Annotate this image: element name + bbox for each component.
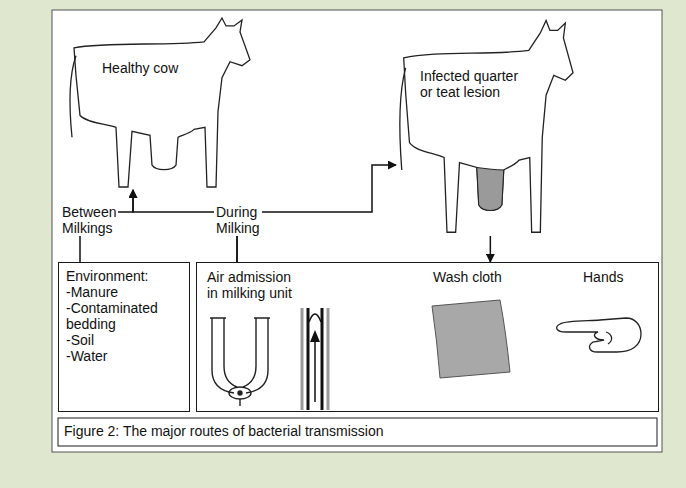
wash-cloth xyxy=(432,300,510,378)
pointing-hand xyxy=(557,318,641,352)
teatcup-tube xyxy=(246,318,268,393)
node-text: -Soil xyxy=(66,332,182,348)
teatcup-liner xyxy=(302,308,328,410)
cow-tail xyxy=(70,56,76,138)
air-vent xyxy=(238,391,242,395)
text-slot: Infected quarter or teat lesion xyxy=(420,68,524,100)
text-slot: Healthy cow xyxy=(102,60,232,76)
claw-bowl xyxy=(229,387,251,399)
cow-body xyxy=(404,20,573,232)
thumb-line xyxy=(606,332,612,344)
infected-udder xyxy=(477,167,504,210)
node-heading: Air admission in milking unit xyxy=(207,269,299,301)
node-heading: Environment: xyxy=(66,268,182,284)
text-slot: Environment: xyxy=(66,268,182,284)
text-slot: Wash cloth xyxy=(433,269,543,285)
air-flow-head xyxy=(310,330,320,342)
cow-body xyxy=(74,18,250,187)
node-text: -Water xyxy=(66,348,182,364)
text-slot: -Water xyxy=(66,348,182,364)
text-slot: -Manure xyxy=(66,284,182,300)
cow-outline xyxy=(66,16,251,190)
text-slot: -Soil xyxy=(66,332,182,348)
node-heading: Infected quarter or teat lesion xyxy=(420,68,524,100)
liner-wall xyxy=(308,308,322,410)
text-slot: Air admission in milking unit xyxy=(207,269,299,301)
node-heading: Healthy cow xyxy=(102,60,232,76)
teatcup-tube xyxy=(212,318,234,393)
teatcup-rim xyxy=(210,317,270,318)
edge-label: Between Milkings xyxy=(60,204,118,236)
node-text: -Manure xyxy=(66,284,182,300)
node-text: -Contaminated bedding xyxy=(66,300,182,332)
teatcup-shell xyxy=(302,308,328,410)
transmission-arrow xyxy=(490,236,492,262)
caption-box xyxy=(58,418,657,446)
air-flow-line xyxy=(314,334,316,402)
teat-tip xyxy=(309,314,321,322)
teatcup-tube xyxy=(243,318,256,387)
figure-caption: Figure 2: The major routes of bacterial … xyxy=(64,423,384,439)
edge-label: During Milking xyxy=(214,204,262,236)
cow-figure: Infected quarter or teat lesion xyxy=(396,18,574,236)
teatcup-tube xyxy=(224,318,237,387)
node-text: Hands xyxy=(583,269,653,285)
text-slot: Hands xyxy=(583,269,653,285)
cow-figure: Healthy cow xyxy=(66,16,251,190)
source-box: Environment:-Manure-Contaminated bedding… xyxy=(58,262,190,412)
cow-tail xyxy=(400,68,406,170)
milking-claw xyxy=(210,318,270,406)
figure-frame xyxy=(52,10,662,452)
text-slot: -Contaminated bedding xyxy=(66,300,182,332)
route-box: Air admission in milking unit Wash cloth H… xyxy=(196,262,659,412)
milk-hose xyxy=(239,399,240,406)
cow-outline xyxy=(396,18,574,236)
node-text: Wash cloth xyxy=(433,269,543,285)
hand-outline xyxy=(557,318,641,352)
